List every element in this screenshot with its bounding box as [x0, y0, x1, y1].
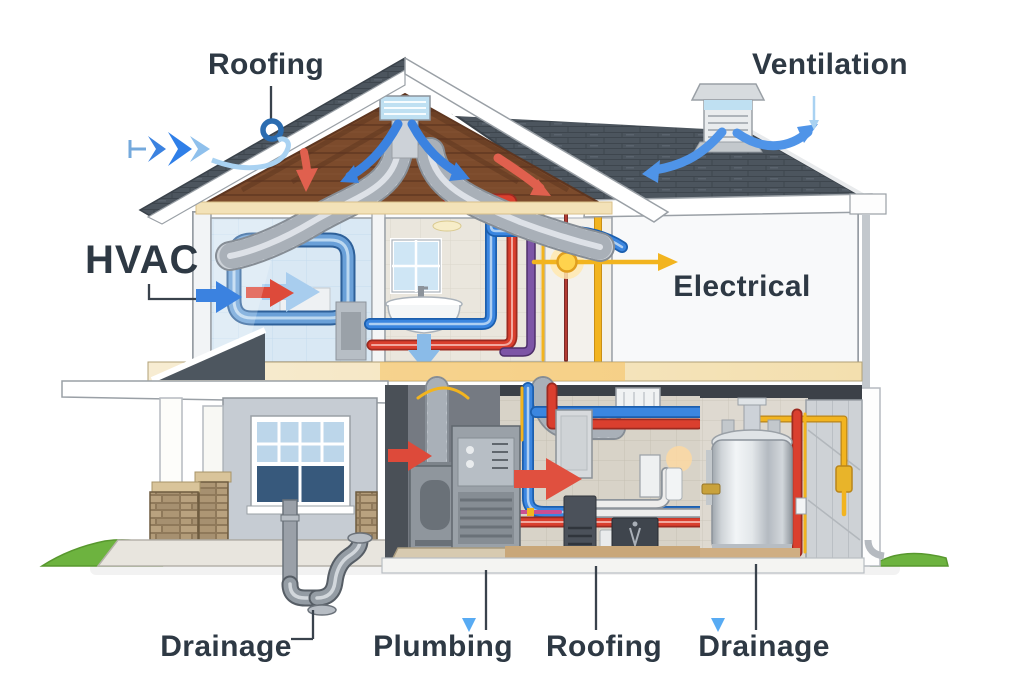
label-electrical: Electrical: [673, 270, 811, 303]
ventilation-pointer-icon: [809, 120, 819, 130]
soil: [700, 548, 800, 558]
label-plumbing: Plumbing: [373, 630, 513, 663]
porch-column: [202, 405, 224, 481]
label-drainage-left: Drainage: [160, 630, 292, 663]
pipe-flange: [307, 604, 337, 616]
hvac-flow-arrow-icon: [196, 281, 242, 313]
warm-air-down-arrow: [296, 168, 318, 192]
hvac-leader: [147, 284, 199, 301]
label-roofing-top: Roofing: [207, 48, 325, 81]
electrical-wall: [531, 208, 859, 372]
louver-grille: [460, 498, 512, 538]
bathroom: [370, 214, 546, 370]
electrical-flow-arrow: [658, 253, 678, 271]
drainage-pointer-icon: [711, 618, 725, 632]
second-floor: [192, 208, 859, 372]
control-panel: [492, 443, 508, 469]
waste-downpipe: [282, 499, 298, 589]
wire-arc: [416, 386, 470, 400]
louvers: [708, 115, 748, 138]
drain-trap: [280, 499, 373, 616]
front-window: [246, 415, 355, 515]
roofing-marker-icon: [260, 118, 284, 142]
label-ventilation: Ventilation: [751, 48, 909, 81]
attic-floor-band: [195, 201, 613, 215]
gable-fascia-right: [404, 56, 670, 223]
label-roofing-bottom: Roofing: [545, 630, 663, 663]
window-sill: [246, 505, 355, 515]
porch-column: [159, 397, 183, 487]
wall-control-box: [639, 454, 661, 498]
gutter-corner: [849, 193, 887, 215]
annotations: [128, 86, 819, 641]
drainage-left-leader: [291, 610, 315, 641]
label-drainage-right: Drainage: [698, 630, 830, 663]
foundation: [381, 557, 865, 574]
expansion-tank: [665, 467, 683, 501]
porch: [61, 327, 391, 567]
floor-band: [147, 361, 863, 382]
air-handler: [451, 425, 521, 557]
pipe-flange: [347, 532, 373, 544]
hip-edge: [744, 126, 869, 200]
pilot-glow: [666, 446, 692, 472]
label-hvac: HVAC: [85, 238, 200, 282]
supply-air-arrow: [388, 441, 432, 471]
downspout-elbow: [864, 539, 885, 560]
heat-flow-arrow: [514, 458, 582, 500]
ceiling-light: [432, 220, 462, 232]
light-switch: [795, 497, 807, 515]
gas-regulator: [835, 465, 853, 493]
flue-pipe: [743, 401, 761, 435]
basement: [385, 385, 792, 561]
drain-flow-arrow: [408, 334, 440, 370]
garage-door-wall: [805, 399, 863, 563]
airflow-icon: [128, 132, 291, 171]
vent-airflow-left: [650, 127, 727, 175]
rafters-right: [405, 99, 570, 193]
warm-air-arrow: [246, 279, 294, 307]
drain-valve: [701, 483, 721, 495]
plumbing-pointer-icon: [462, 618, 476, 632]
floor-glow: [380, 362, 625, 381]
roof-vent-cupola: [642, 83, 818, 183]
stone-pier: [198, 481, 229, 551]
cupola-cap: [690, 83, 766, 101]
garage: [700, 385, 863, 568]
soil: [505, 546, 700, 558]
